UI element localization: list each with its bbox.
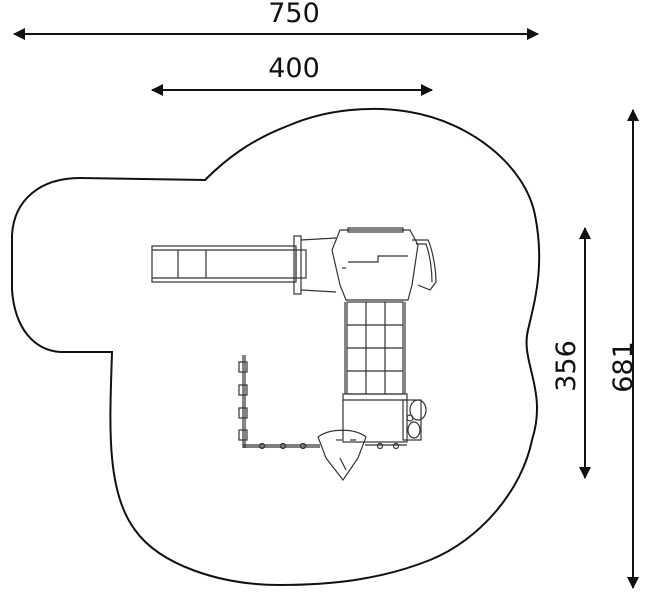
tower-platform bbox=[331, 227, 437, 301]
climbing-net bbox=[344, 301, 406, 395]
structure-width-dimension: 400 bbox=[151, 53, 433, 96]
side-panel bbox=[342, 393, 427, 443]
overall-depth-label: 681 bbox=[608, 341, 639, 393]
entry-panel bbox=[317, 429, 367, 482]
structure-depth-dimension: 356 bbox=[551, 227, 591, 479]
structure-depth-label: 356 bbox=[551, 340, 582, 392]
slide bbox=[151, 235, 337, 295]
fence-rail bbox=[238, 355, 407, 450]
overall-width-dimension: 750 bbox=[13, 0, 539, 40]
overall-depth-dimension: 681 bbox=[608, 109, 639, 589]
safety-zone-outline bbox=[11, 107, 541, 587]
overall-width-label: 750 bbox=[268, 0, 320, 29]
structure-width-label: 400 bbox=[268, 53, 320, 84]
